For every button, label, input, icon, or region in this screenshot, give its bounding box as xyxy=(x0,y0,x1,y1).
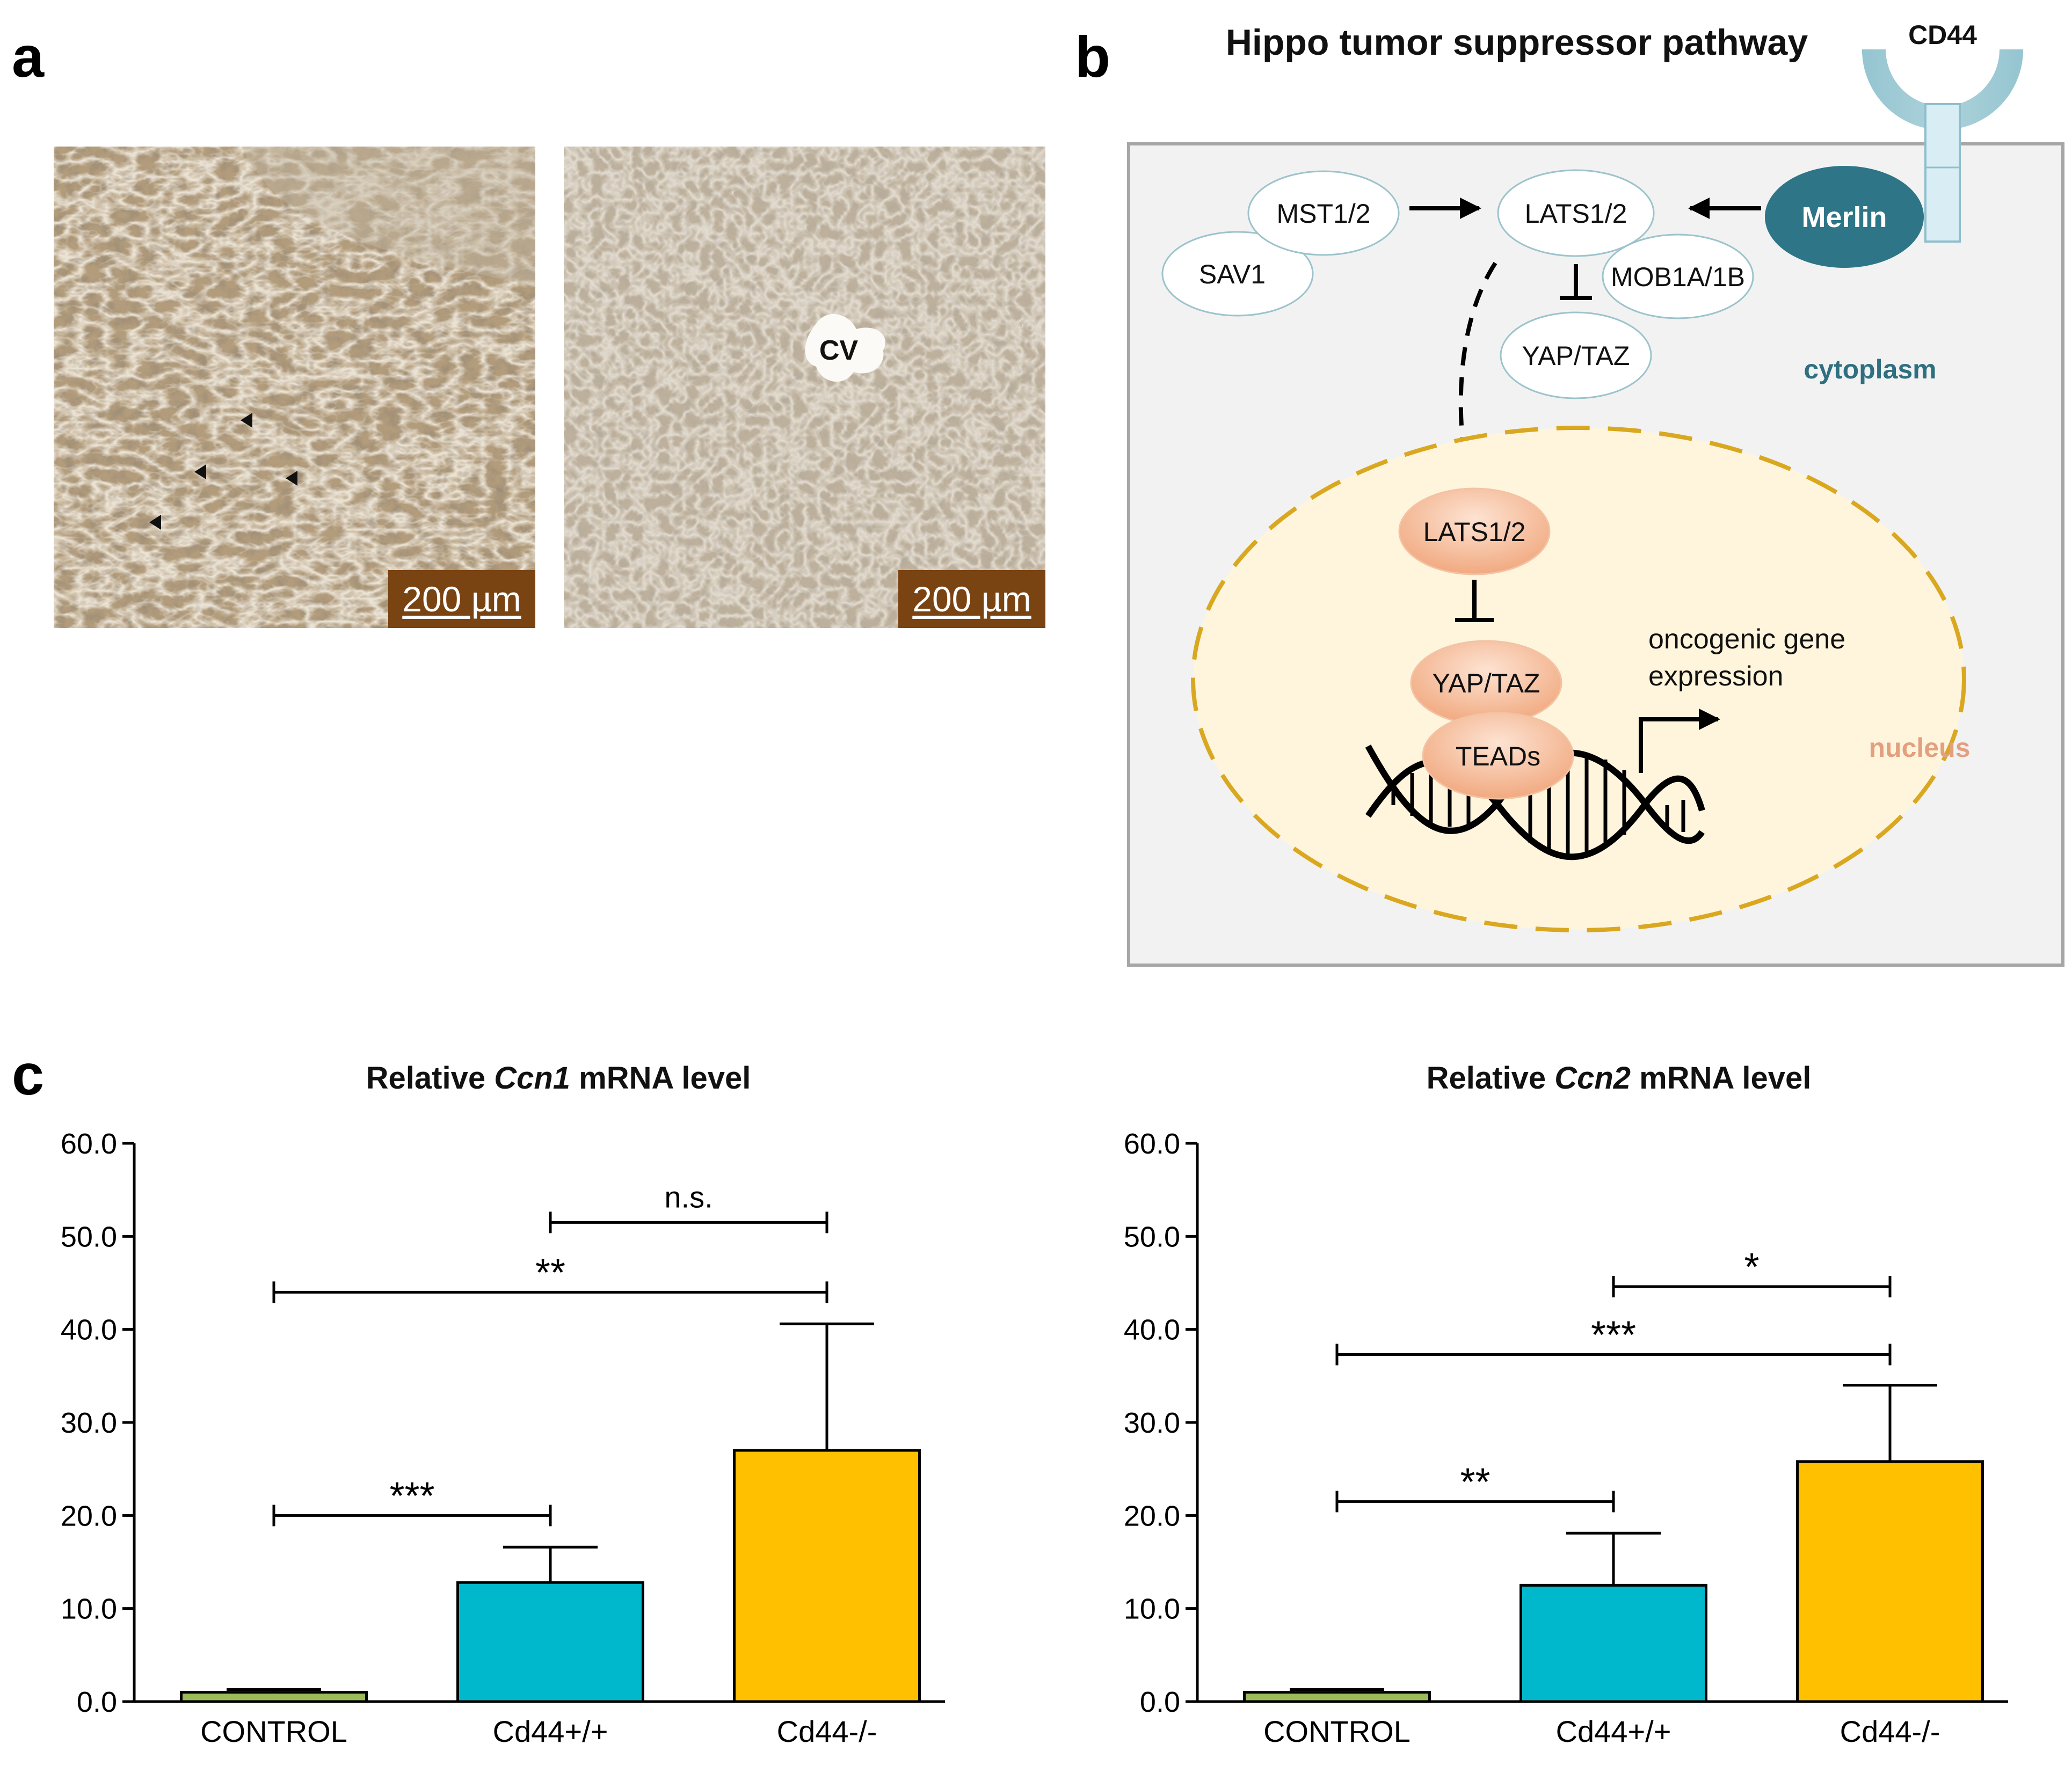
panel-b-letter: b xyxy=(1075,24,1110,89)
bar xyxy=(1243,1691,1431,1703)
y-tick-label: 20.0 xyxy=(1124,1500,1180,1532)
cytoplasm-label: cytoplasm xyxy=(1804,354,1936,384)
arrowhead-icon xyxy=(194,464,206,479)
y-tick-label: 30.0 xyxy=(61,1407,117,1439)
yaptaz-cyto-node xyxy=(1500,311,1652,399)
lats12-cyto-label: LATS1/2 xyxy=(1525,199,1627,229)
category-label: Cd44+/+ xyxy=(493,1714,608,1748)
category-label: Cd44+/+ xyxy=(1556,1714,1671,1748)
bar xyxy=(456,1581,644,1703)
micrograph-tumor: 200 µm xyxy=(54,147,535,628)
y-tick-label: 50.0 xyxy=(61,1221,117,1253)
chart-title-ccn1: Relative Ccn1 mRNA level xyxy=(279,1060,838,1096)
y-tick-label: 40.0 xyxy=(61,1314,117,1346)
micrograph-control: CV 200 µm xyxy=(564,147,1045,628)
category-label: CONTROL xyxy=(200,1714,347,1748)
cd44-receptor-stalk xyxy=(1924,103,1961,243)
gene-expression-label-line2: expression xyxy=(1648,661,1783,692)
bar xyxy=(180,1691,368,1703)
arrowhead-icon xyxy=(286,471,297,486)
mst12-label: MST1/2 xyxy=(1276,199,1370,229)
bar xyxy=(1520,1583,1707,1703)
yaptaz-cyto-label: YAP/TAZ xyxy=(1522,341,1630,371)
hippo-pathway-diagram: Hippo tumor suppressor pathway CD44 Merl… xyxy=(1127,21,2064,967)
merlin-label: Merlin xyxy=(1801,201,1887,233)
micrograph-control-image: CV xyxy=(564,147,1045,628)
y-tick-label: 0.0 xyxy=(77,1686,117,1718)
sav1-node xyxy=(1161,231,1314,317)
significance-label: *** xyxy=(1591,1313,1636,1356)
y-tick-label: 10.0 xyxy=(61,1593,117,1625)
y-tick-label: 60.0 xyxy=(61,1128,117,1160)
lats12-nuc-label: LATS1/2 xyxy=(1423,517,1526,547)
mst12-node xyxy=(1247,170,1400,256)
significance-label: * xyxy=(1744,1246,1759,1289)
y-tick-label: 60.0 xyxy=(1124,1128,1180,1160)
chart-title-suffix: mRNA level xyxy=(570,1061,751,1096)
micrograph-tumor-image xyxy=(54,147,535,628)
mob1-node xyxy=(1602,233,1754,319)
central-vein-label: CV xyxy=(819,335,859,366)
sav1-label: SAV1 xyxy=(1199,259,1266,289)
bar xyxy=(733,1449,921,1703)
y-tick-label: 50.0 xyxy=(1124,1221,1180,1253)
scalebar-label: 200 µm xyxy=(388,570,535,628)
mob1-label: MOB1A/1B xyxy=(1611,262,1745,292)
arrowhead-icon xyxy=(149,515,161,530)
nucleus xyxy=(1191,426,1966,932)
chart-title-gene: Ccn2 xyxy=(1554,1061,1631,1096)
gene-expression-label-line1: oncogenic gene xyxy=(1648,624,1845,655)
significance-label: *** xyxy=(389,1475,434,1517)
y-tick-label: 10.0 xyxy=(1124,1593,1180,1625)
significance-label: n.s. xyxy=(664,1180,713,1214)
lats12-cyto-node xyxy=(1497,169,1655,257)
chart-title-prefix: Relative xyxy=(366,1061,495,1096)
lats12-nuc-node xyxy=(1398,487,1551,575)
y-tick-label: 20.0 xyxy=(61,1500,117,1532)
panel-c-letter: c xyxy=(12,1042,45,1107)
significance-label: ** xyxy=(1460,1461,1490,1504)
transcription-arrow-icon xyxy=(1639,709,1720,773)
merlin-node xyxy=(1765,166,1924,268)
panel-a-letter: a xyxy=(12,24,45,89)
category-label: Cd44-/- xyxy=(1840,1714,1940,1748)
chart-title-prefix: Relative xyxy=(1426,1061,1555,1096)
y-tick-label: 40.0 xyxy=(1124,1314,1180,1346)
chart-title-gene: Ccn1 xyxy=(494,1061,571,1096)
teads-label: TEADs xyxy=(1456,741,1540,771)
category-label: Cd44-/- xyxy=(777,1714,877,1748)
central-vein-shape xyxy=(805,313,885,382)
chart-title-suffix: mRNA level xyxy=(1631,1061,1812,1096)
yaptaz-nuc-label: YAP/TAZ xyxy=(1433,668,1540,698)
nucleus-label: nucleus xyxy=(1869,733,1971,763)
chart-title-ccn2: Relative Ccn2 mRNA level xyxy=(1340,1060,1898,1096)
cd44-label: CD44 xyxy=(1908,21,1977,50)
y-tick-label: 30.0 xyxy=(1124,1407,1180,1439)
teads-node xyxy=(1422,712,1574,800)
diagram-title: Hippo tumor suppressor pathway xyxy=(1226,22,1808,63)
bar xyxy=(1796,1460,1984,1703)
y-tick-label: 0.0 xyxy=(1140,1686,1180,1718)
significance-label: ** xyxy=(535,1251,565,1294)
arrowhead-icon xyxy=(241,413,252,428)
scalebar-label: 200 µm xyxy=(898,570,1045,628)
category-label: CONTROL xyxy=(1263,1714,1411,1748)
